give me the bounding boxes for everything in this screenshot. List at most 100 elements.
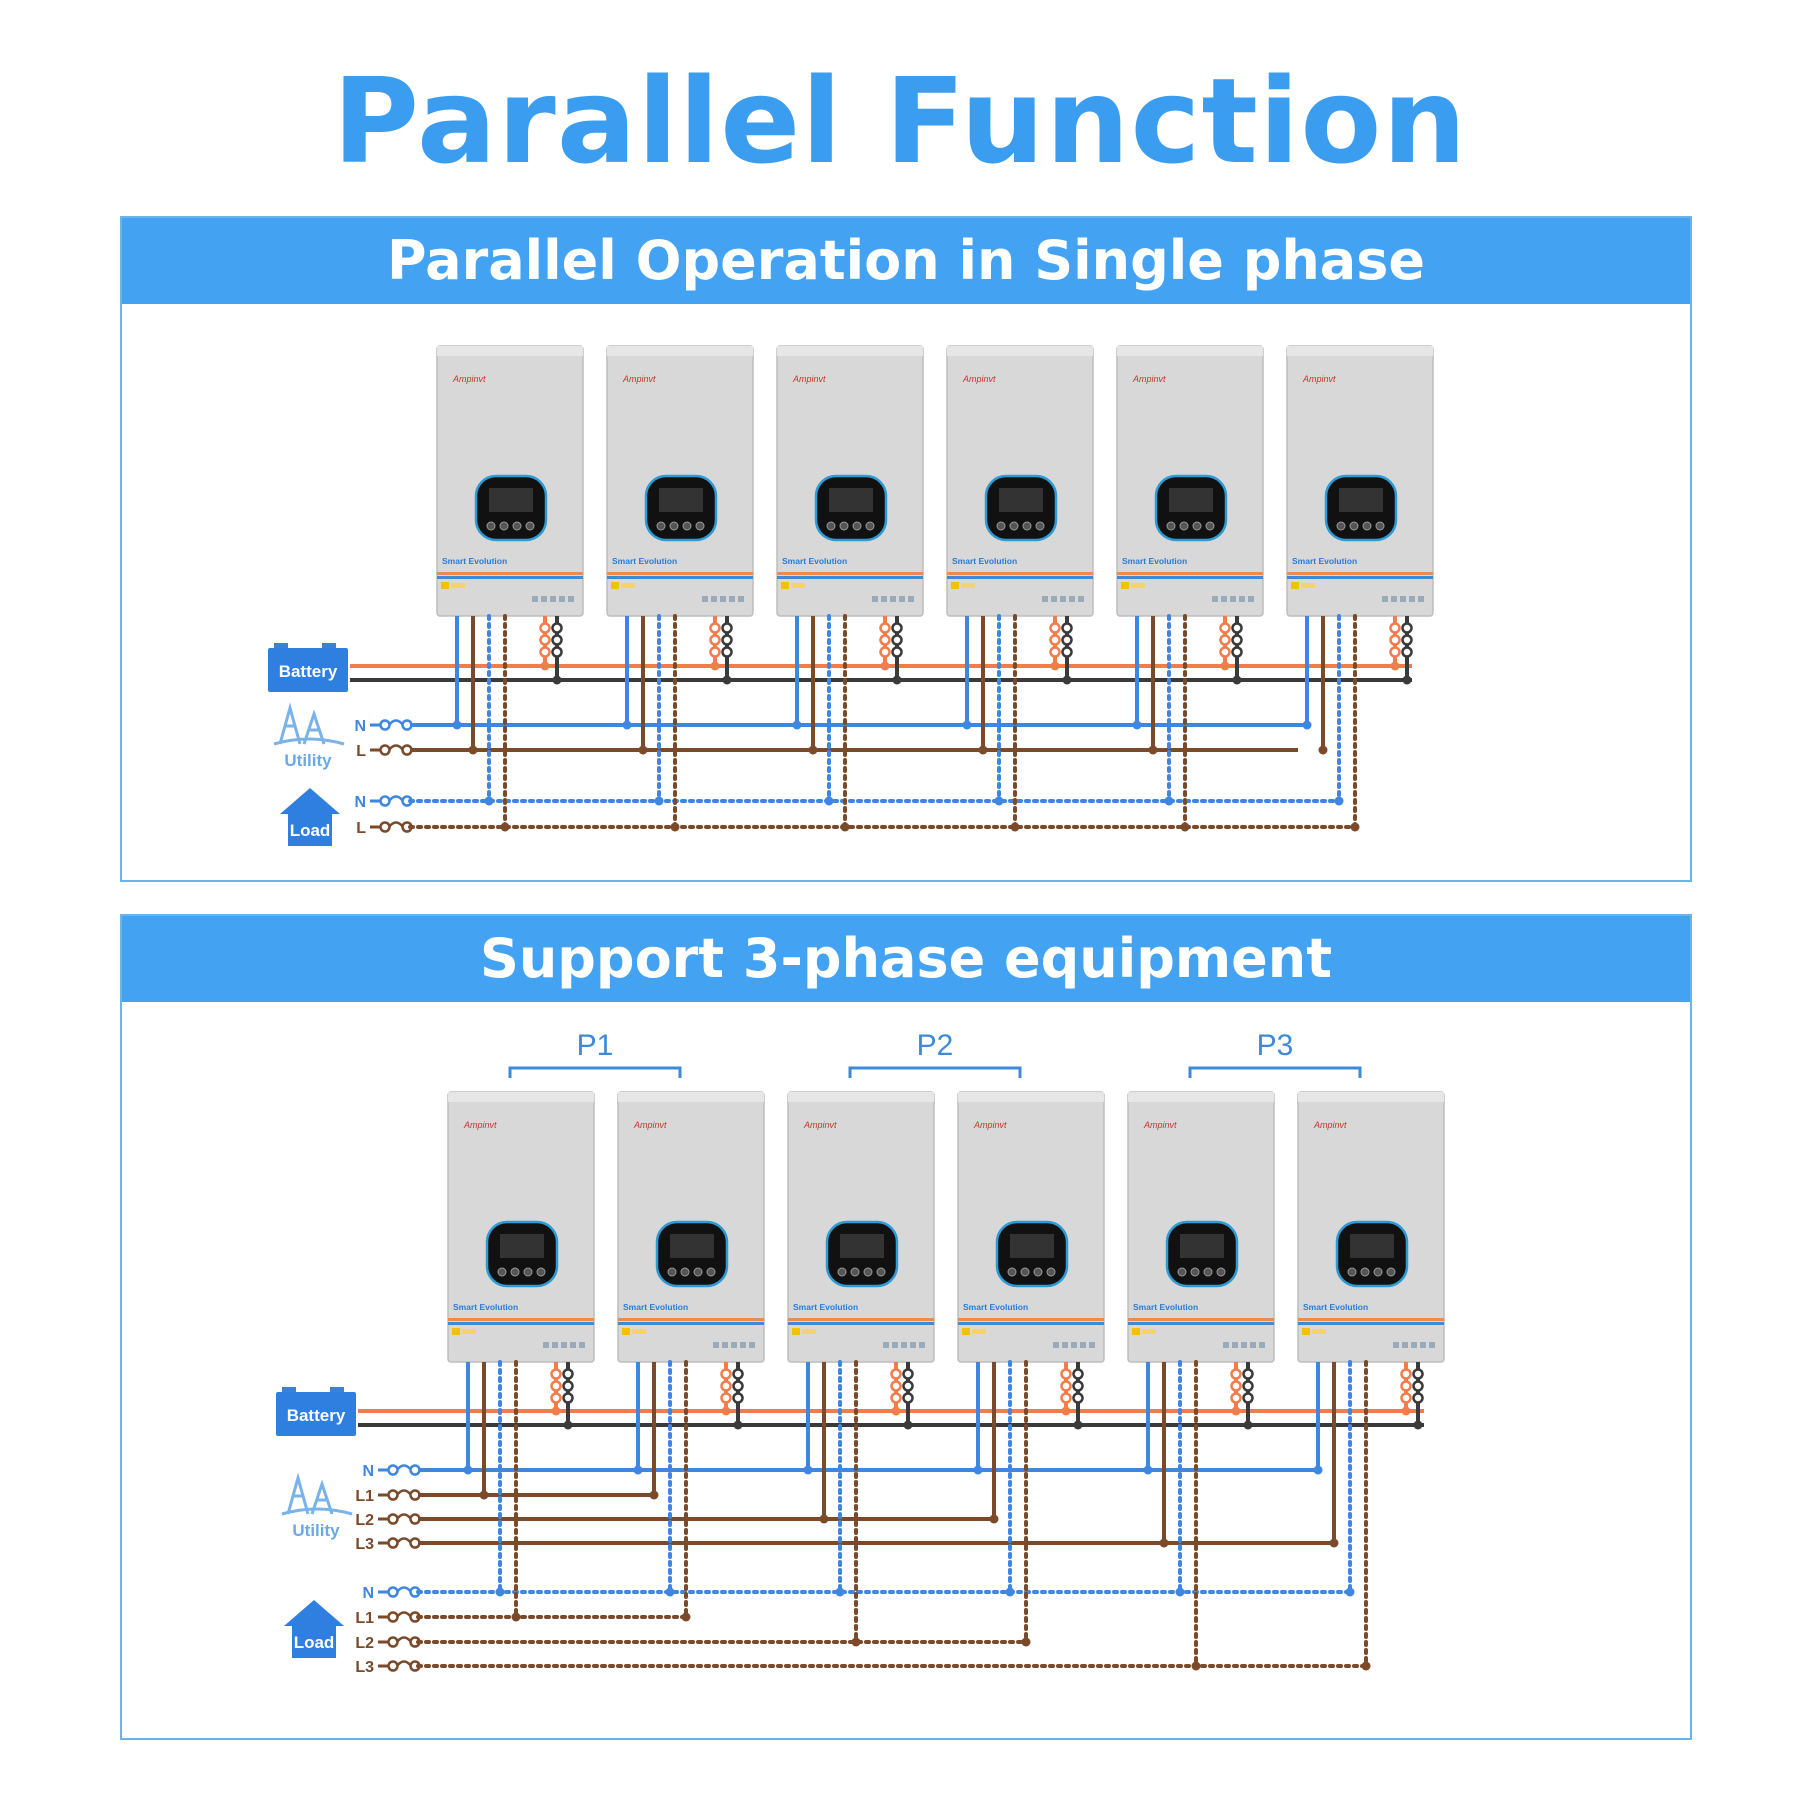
wire-junction xyxy=(1401,1406,1411,1416)
terminal-ring xyxy=(1230,1392,1242,1404)
brand-logo: Ampinvt xyxy=(1143,1120,1177,1130)
wire-junction xyxy=(892,675,902,685)
control-button xyxy=(1007,1267,1017,1277)
model-label: Smart Evolution xyxy=(1303,1302,1368,1312)
battery-terminal xyxy=(274,643,288,649)
wire-junction xyxy=(1329,1538,1339,1548)
terminal-ring xyxy=(1061,646,1073,658)
warning-icon xyxy=(962,1328,970,1335)
control-button xyxy=(1190,1267,1200,1277)
warning-icon xyxy=(452,1328,460,1335)
model-label: Smart Evolution xyxy=(782,556,847,566)
wire-junction xyxy=(1021,1637,1031,1647)
stripe-blue xyxy=(607,576,753,579)
group-bracket xyxy=(1188,1066,1362,1078)
bus-label: L3 xyxy=(355,1659,374,1676)
stripe-blue xyxy=(947,576,1093,579)
terminal-ring xyxy=(387,1660,399,1672)
cert-icon xyxy=(1411,1342,1417,1348)
lcd-display xyxy=(829,488,873,512)
terminal-ring xyxy=(1230,1368,1242,1380)
control-button xyxy=(1035,521,1045,531)
terminal-ring xyxy=(902,1368,914,1380)
rating-sticker xyxy=(1131,583,1145,588)
wire-junction xyxy=(1220,661,1230,671)
wire-junction xyxy=(819,1514,829,1524)
control-button xyxy=(1033,1267,1043,1277)
control-button xyxy=(1192,521,1202,531)
wire-junction xyxy=(994,796,1004,806)
stripe-blue xyxy=(618,1322,764,1325)
stripe-blue xyxy=(788,1322,934,1325)
bus-label: N xyxy=(354,718,366,735)
terminal-ring xyxy=(721,646,733,658)
three-phase-heading: Support 3-phase equipment xyxy=(122,916,1690,1002)
switch-contact xyxy=(396,1464,412,1471)
wire-junction xyxy=(1302,720,1312,730)
cert-icon xyxy=(881,596,887,602)
lcd-display xyxy=(489,488,533,512)
control-button xyxy=(486,521,496,531)
bus-label: L2 xyxy=(355,1635,374,1652)
wire-junction xyxy=(1318,745,1328,755)
control-button xyxy=(1166,521,1176,531)
wire-junction xyxy=(1390,661,1400,671)
wire-junction xyxy=(1243,1420,1253,1430)
rating-sticker xyxy=(462,1329,476,1334)
terminal-ring xyxy=(387,1513,399,1525)
wire-junction xyxy=(973,1465,983,1475)
lcd-display xyxy=(1339,488,1383,512)
wire-junction xyxy=(1005,1587,1015,1597)
cert-icon xyxy=(738,596,744,602)
terminal-ring xyxy=(1060,1380,1072,1392)
stripe-blue xyxy=(1287,576,1433,579)
stripe-blue xyxy=(1117,576,1263,579)
inverter-top xyxy=(1128,1092,1274,1102)
switch-contact xyxy=(396,1660,412,1667)
rating-sticker xyxy=(1142,1329,1156,1334)
control-button xyxy=(996,521,1006,531)
cert-icon xyxy=(1212,596,1218,602)
wire-junction xyxy=(468,745,478,755)
warning-icon xyxy=(611,582,619,589)
cert-icon xyxy=(711,596,717,602)
control-button xyxy=(852,521,862,531)
utility-label: Utility xyxy=(292,1521,340,1540)
stripe-orange xyxy=(777,572,923,575)
brand-logo: Ampinvt xyxy=(803,1120,837,1130)
terminal-ring xyxy=(1231,622,1243,634)
rating-sticker xyxy=(972,1329,986,1334)
wire-junction xyxy=(721,1406,731,1416)
load-icon: Load xyxy=(280,788,340,846)
terminal-ring xyxy=(1072,1368,1084,1380)
cert-icon xyxy=(901,1342,907,1348)
cert-icon xyxy=(731,1342,737,1348)
cert-icon xyxy=(1232,1342,1238,1348)
control-button xyxy=(826,521,836,531)
terminal-ring xyxy=(902,1392,914,1404)
brand-logo: Ampinvt xyxy=(463,1120,497,1130)
cert-icon xyxy=(722,1342,728,1348)
cert-icon xyxy=(550,596,556,602)
control-button xyxy=(693,1267,703,1277)
cert-icon xyxy=(1051,596,1057,602)
terminal-ring xyxy=(1400,1380,1412,1392)
warning-icon xyxy=(1302,1328,1310,1335)
wire-junction xyxy=(978,745,988,755)
warning-icon xyxy=(1121,582,1129,589)
control-button xyxy=(1216,1267,1226,1277)
cert-icon xyxy=(1239,596,1245,602)
model-label: Smart Evolution xyxy=(612,556,677,566)
wire-junction xyxy=(851,1637,861,1647)
terminal-ring xyxy=(551,622,563,634)
wire-junction xyxy=(891,1406,901,1416)
wire-junction xyxy=(1050,661,1060,671)
cert-icon xyxy=(570,1342,576,1348)
cert-icon xyxy=(1420,1342,1426,1348)
bus-label: L xyxy=(356,820,366,837)
terminal-ring xyxy=(379,821,391,833)
